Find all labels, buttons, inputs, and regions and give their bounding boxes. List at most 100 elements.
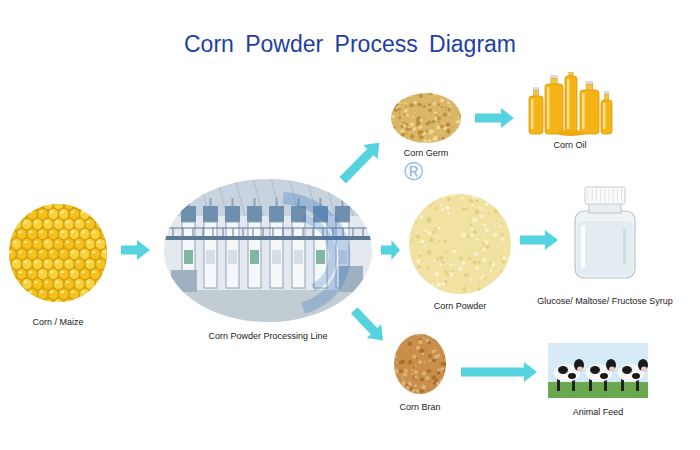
corn-picture-part-part <box>108 301 109 303</box>
cows-picture-part <box>632 373 640 379</box>
corn-picture-part-part <box>76 241 80 243</box>
line-picture-part-part <box>193 228 194 236</box>
oil-node: Corn Oil <box>522 72 618 151</box>
powder-picture-part-part <box>500 270 503 273</box>
corn-picture-part-part <box>90 288 100 299</box>
powder-picture-part-part <box>493 232 498 237</box>
powder-picture-part-part <box>469 216 471 218</box>
powder-picture-part-part <box>417 265 421 269</box>
corn-picture-part-part <box>8 288 16 299</box>
germ-picture-part-part <box>436 138 438 140</box>
powder-picture-part-part <box>448 212 450 214</box>
powder-picture-part-part <box>473 260 477 264</box>
corn-picture-part-part <box>17 228 27 239</box>
corn-picture-part-part <box>45 203 49 204</box>
powder-picture <box>408 193 512 295</box>
syrup-picture-part <box>575 211 635 278</box>
corn-picture-part-part <box>8 203 108 303</box>
corn-picture-part-part <box>80 228 90 239</box>
corn-picture-part-part <box>90 208 100 219</box>
line-picture-part-part <box>254 198 256 206</box>
germ-picture <box>390 92 462 144</box>
node-label: Corn Germ <box>385 148 467 159</box>
node-label: Corn Bran <box>387 402 453 413</box>
corn-picture-part-part <box>50 271 54 273</box>
powder-picture-part-part <box>471 281 473 283</box>
corn-picture-part-part <box>95 203 105 210</box>
germ-picture-part-part <box>429 92 432 95</box>
corn-picture-part-part <box>69 288 79 299</box>
powder-node: Corn Powder <box>405 193 515 312</box>
germ-picture-part-part <box>404 101 407 104</box>
powder-picture-part-part <box>474 252 478 256</box>
corn-picture-part-part <box>8 298 11 303</box>
germ-picture-part-part <box>448 114 450 116</box>
cows-picture-part <box>548 382 648 398</box>
corn-picture-part-part <box>53 218 63 229</box>
corn-picture-part-part <box>87 281 91 283</box>
corn-picture-part-part <box>39 271 43 273</box>
corn-picture-part-part <box>8 218 11 229</box>
corn-picture-part-part <box>97 203 101 204</box>
bran-picture-part-part <box>437 371 441 375</box>
corn-picture-part-part <box>24 261 28 263</box>
germ-picture-part-part <box>410 143 411 144</box>
corn-picture-part-part <box>55 203 59 204</box>
powder-picture-part-part <box>482 209 484 211</box>
flow-arrow <box>381 240 400 260</box>
powder-picture-part-part <box>443 280 444 281</box>
corn-picture-part-part <box>69 268 79 279</box>
bran-picture-part-part <box>425 339 429 343</box>
corn-picture-part-part <box>66 261 70 263</box>
germ-picture-part-part <box>413 101 417 105</box>
corn-picture-part-part <box>22 218 32 229</box>
line-picture-part <box>163 178 373 323</box>
powder-picture-part-part <box>491 284 495 288</box>
powder-picture-part-part <box>482 258 486 262</box>
powder-picture-part-part <box>453 264 455 266</box>
bran-picture-part-part <box>436 359 437 360</box>
flow-arrow <box>475 108 514 128</box>
powder-picture-part-part <box>428 251 432 255</box>
corn-picture-part-part <box>24 203 28 204</box>
corn-picture-part-part <box>106 203 108 210</box>
germ-node: Corn Germ <box>385 92 467 159</box>
germ-picture-part-part <box>423 105 426 108</box>
corn-picture <box>8 203 108 303</box>
syrup-picture-part <box>592 189 593 202</box>
cows-picture-part <box>641 367 647 372</box>
powder-picture-part-part <box>472 202 474 204</box>
bran-picture-part-part <box>394 369 397 372</box>
germ-picture-part-part <box>403 124 406 127</box>
powder-picture-part-part <box>507 272 511 276</box>
cows-picture-part <box>621 379 624 391</box>
germ-picture-part-part <box>402 122 404 124</box>
corn-picture-part-part <box>24 241 28 243</box>
bran-picture-part-part <box>419 389 423 393</box>
powder-picture-part-part <box>459 256 463 260</box>
powder-picture-part-part <box>486 287 490 291</box>
powder-picture-part-part <box>462 261 466 265</box>
germ-picture-part-part <box>392 92 396 94</box>
germ-picture-part-part <box>431 120 434 123</box>
line-picture-part-part <box>210 198 212 206</box>
powder-picture-part-part <box>429 238 434 243</box>
bran-picture-part-part <box>422 372 426 376</box>
corn-picture-part-part <box>66 203 70 204</box>
corn-picture-part-part <box>13 241 17 243</box>
germ-picture-part-part <box>434 117 437 120</box>
germ-picture-part-part <box>448 141 452 144</box>
corn-picture-part-part <box>101 208 109 219</box>
germ-picture-part-part <box>452 139 454 141</box>
germ-picture-part-part <box>424 143 425 144</box>
flow-arrow <box>351 307 383 340</box>
powder-picture-part-part <box>441 208 444 211</box>
germ-picture-part-part <box>441 106 443 108</box>
line-picture-part-part <box>353 228 354 236</box>
germ-picture-part-part <box>414 112 416 114</box>
line-picture-part-part <box>313 228 314 236</box>
corn-picture-part-part <box>8 211 12 213</box>
germ-picture-part-part <box>455 133 456 134</box>
germ-picture-part-part <box>390 130 393 133</box>
powder-picture-part-part <box>417 283 420 286</box>
